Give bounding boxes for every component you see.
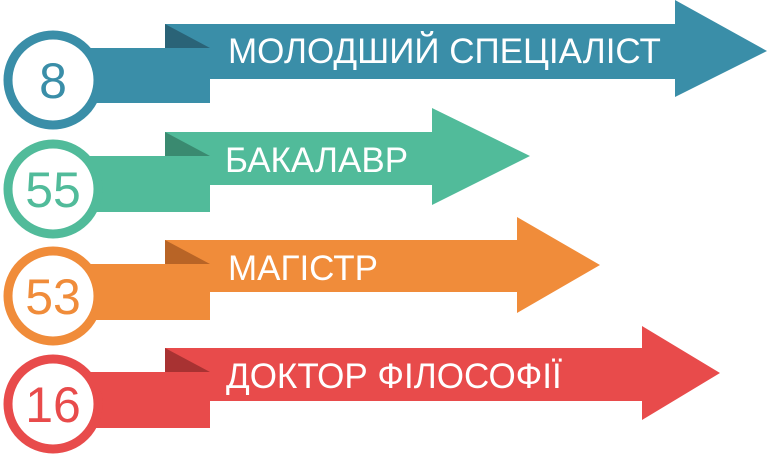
- degree-label: ДОКТОР ФІЛОСОФІЇ: [226, 357, 562, 396]
- arrow-fold: [165, 240, 210, 264]
- count-circle: [3, 139, 103, 239]
- degree-label: БАКАЛАВР: [225, 141, 408, 180]
- count-value: 55: [25, 162, 81, 218]
- arrow-shape: [53, 217, 600, 320]
- arrow-fold: [165, 348, 210, 372]
- arrow-shape: [53, 326, 720, 428]
- degree-row-master: 53 МАГІСТР: [3, 217, 600, 346]
- degree-label: МАГІСТР: [228, 249, 378, 288]
- degree-row-bachelor: 55 БАКАЛАВР: [3, 108, 530, 239]
- count-value: 53: [25, 269, 81, 325]
- count-value: 16: [25, 377, 81, 433]
- count-circle: [3, 30, 103, 130]
- count-value: 8: [39, 53, 67, 109]
- arrow-fold: [165, 132, 210, 156]
- arrow-shape: [53, 108, 530, 212]
- degree-row-phd: 16 ДОКТОР ФІЛОСОФІЇ: [3, 326, 720, 454]
- count-circle: [3, 354, 103, 454]
- degree-label: МОЛОДШИЙ СПЕЦІАЛІСТ: [228, 31, 661, 71]
- arrow-shape: [53, 0, 767, 103]
- arrow-fold: [165, 24, 210, 48]
- degree-row-junior-specialist: 8 МОЛОДШИЙ СПЕЦІАЛІСТ: [3, 0, 767, 130]
- count-circle: [3, 246, 103, 346]
